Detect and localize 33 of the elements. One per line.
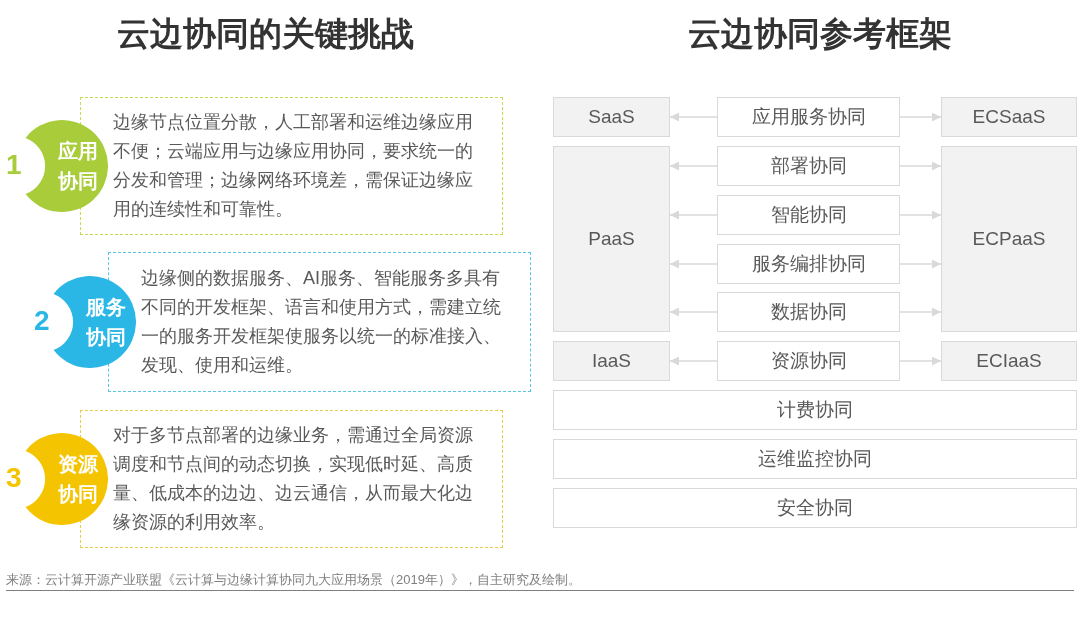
arrow xyxy=(899,259,942,269)
layer-box: IaaS xyxy=(553,341,670,381)
arrow xyxy=(899,356,942,366)
arrow xyxy=(669,210,718,220)
collaboration-box: 应用服务协同 xyxy=(717,97,900,137)
source-note: 来源：云计算开源产业联盟《云计算与边缘计算协同九大应用场景（2019年）》，自主研究及绘制。 xyxy=(6,571,581,589)
arrow xyxy=(899,112,942,122)
layer-box: ECPaaS xyxy=(941,146,1077,332)
collaboration-box: 数据协同 xyxy=(717,292,900,332)
collaboration-box: 运维监控协同 xyxy=(553,439,1077,479)
layer-box: SaaS xyxy=(553,97,670,137)
layer-box: ECIaaS xyxy=(941,341,1077,381)
collaboration-box: 部署协同 xyxy=(717,146,900,186)
arrow xyxy=(669,307,718,317)
arrow xyxy=(899,210,942,220)
arrow xyxy=(899,307,942,317)
collaboration-box: 资源协同 xyxy=(717,341,900,381)
step-number: 3 xyxy=(6,463,22,493)
heading: 云边协同参考框架 xyxy=(687,14,953,54)
arrow xyxy=(669,356,718,366)
collaboration-box: 计费协同 xyxy=(553,390,1077,430)
layer-box: ECSaaS xyxy=(941,97,1077,137)
step-number: 2 xyxy=(34,306,50,336)
collaboration-box: 智能协同 xyxy=(717,195,900,235)
heading: 云边协同的关键挑战 xyxy=(115,14,415,54)
arrow xyxy=(899,161,942,171)
collaboration-box: 服务编排协同 xyxy=(717,244,900,284)
arrow xyxy=(669,259,718,269)
arrow xyxy=(669,112,718,122)
arrow xyxy=(669,161,718,171)
collaboration-box: 安全协同 xyxy=(553,488,1077,528)
step-number: 1 xyxy=(6,150,22,180)
layer-box: PaaS xyxy=(553,146,670,332)
